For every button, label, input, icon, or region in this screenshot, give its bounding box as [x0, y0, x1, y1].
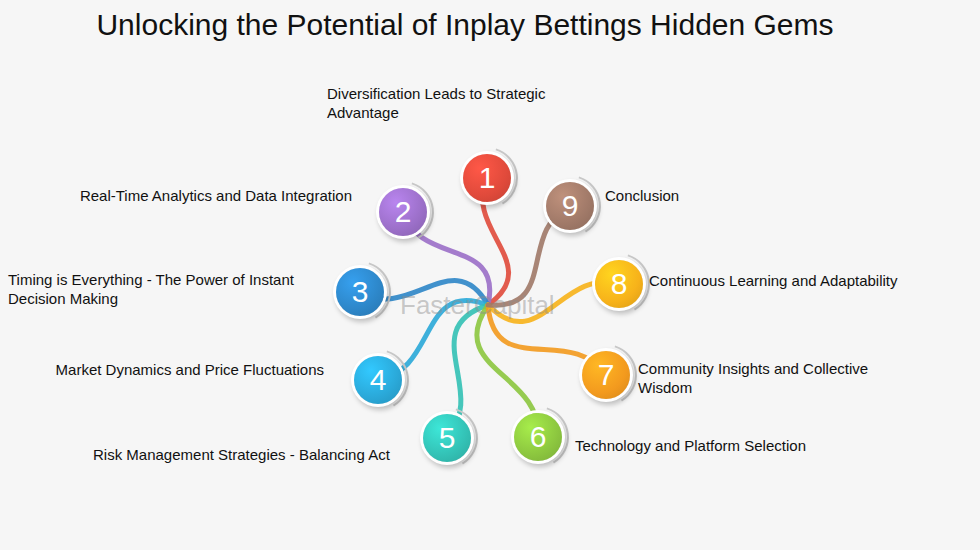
watermark: FasterCapital	[400, 290, 555, 321]
number-circle: 2Real-Time Analytics and Data Integratio…	[379, 188, 427, 236]
number-circle: 6Technology and Platform Selection	[514, 413, 562, 461]
callout-number: 7	[582, 351, 630, 399]
number-circle: 1Diversification Leads to Strategic Adva…	[463, 154, 511, 202]
number-circle: 8Continuous Learning and Adaptability	[595, 260, 643, 308]
step-label: Conclusion	[605, 186, 805, 205]
callout-number: 6	[514, 413, 562, 461]
callout-number: 1	[463, 154, 511, 202]
step-label: Continuous Learning and Adaptability	[649, 271, 969, 290]
step-label: Diversification Leads to Strategic Advan…	[327, 84, 587, 122]
number-circle: 3Timing is Everything - The Power of Ins…	[336, 268, 384, 316]
step-label: Community Insights and Collective Wisdom	[638, 359, 898, 397]
callout-number: 8	[595, 260, 643, 308]
step-label: Market Dynamics and Price Fluctuations	[14, 360, 324, 379]
step-label: Real-Time Analytics and Data Integration	[32, 186, 352, 205]
title: Unlocking the Potential of Inplay Bettin…	[0, 8, 930, 42]
number-circle: 7Community Insights and Collective Wisdo…	[582, 351, 630, 399]
step-label: Risk Management Strategies - Balancing A…	[93, 445, 393, 464]
step-label: Technology and Platform Selection	[575, 436, 875, 455]
number-circle: 9Conclusion	[546, 182, 594, 230]
callout-number: 3	[336, 268, 384, 316]
callout-number: 4	[354, 356, 402, 404]
step-label: Timing is Everything - The Power of Inst…	[8, 270, 328, 308]
number-circle: 5Risk Management Strategies - Balancing …	[423, 414, 471, 462]
callout-number: 5	[423, 414, 471, 462]
callout-number: 2	[379, 188, 427, 236]
number-circle: 4Market Dynamics and Price Fluctuations	[354, 356, 402, 404]
callout-number: 9	[546, 182, 594, 230]
